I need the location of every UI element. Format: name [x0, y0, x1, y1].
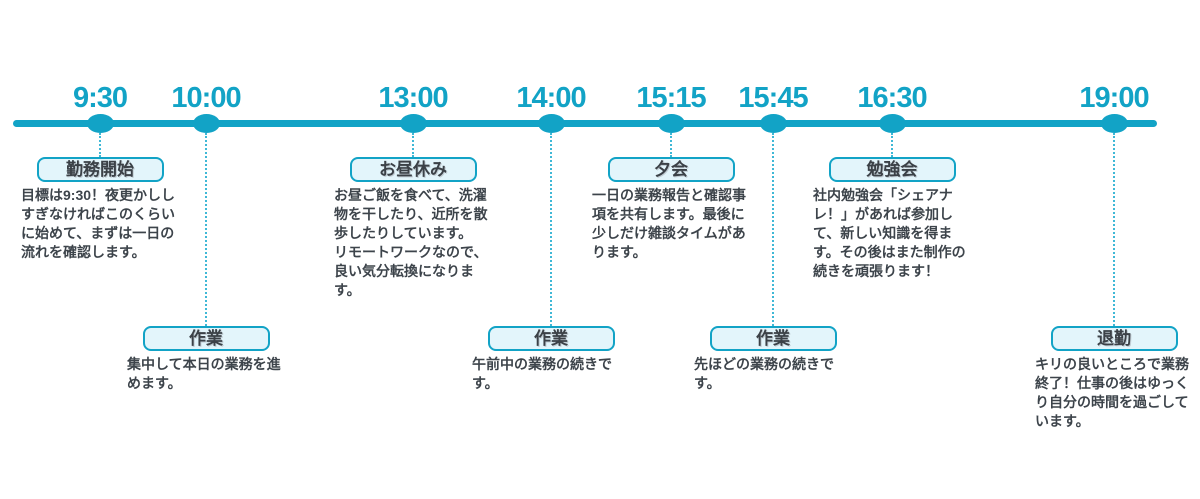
event-description: 目標は9:30！夜更かしし すぎなければこのくらい に始めて、まずは一日の 流れ… — [21, 187, 176, 260]
event-label: 勉強会 — [866, 160, 918, 179]
event-label: 作業 — [756, 329, 790, 348]
dotted-connector — [550, 133, 552, 326]
event-label: お昼休み — [379, 160, 447, 179]
timeline-axis — [13, 120, 1157, 127]
event-label-box: 作業 — [487, 326, 615, 351]
timeline-dot — [192, 114, 220, 133]
timeline-dot — [657, 114, 685, 133]
event-description: 社内勉強会「シェアナ レ！」があれば参加し て、新しい知識を得ま す。その後はま… — [813, 187, 966, 279]
event-time-label: 15:15 — [636, 82, 706, 114]
event-description: 集中して本日の業務を進 めます。 — [127, 356, 281, 391]
timeline-dot — [1100, 114, 1128, 133]
event-time-label: 19:00 — [1079, 82, 1149, 114]
event-label-box: 夕会 — [607, 157, 735, 182]
timeline-dot — [399, 114, 427, 133]
event-description: 先ほどの業務の続きで す。 — [694, 356, 834, 391]
event-label-box: 勉強会 — [828, 157, 956, 182]
event-label: 作業 — [189, 329, 223, 348]
dotted-connector — [670, 133, 672, 157]
dotted-connector — [891, 133, 893, 157]
event-description: お昼ご飯を食べて、洗濯 物を干したり、近所を散 歩したりしています。 リモートワ… — [334, 187, 488, 298]
event-time-label: 10:00 — [171, 82, 241, 114]
event-label: 退勤 — [1097, 329, 1131, 348]
event-label: 作業 — [534, 329, 568, 348]
timeline-dot — [537, 114, 565, 133]
event-label: 勤務開始 — [66, 160, 134, 179]
event-time-label: 16:30 — [857, 82, 927, 114]
event-label-box: 作業 — [142, 326, 270, 351]
event-time-label: 15:45 — [738, 82, 808, 114]
event-label-box: 勤務開始 — [36, 157, 164, 182]
event-label: 夕会 — [654, 160, 688, 179]
timeline-dot — [86, 114, 114, 133]
dotted-connector — [99, 133, 101, 157]
event-description: 午前中の業務の続きで す。 — [472, 356, 612, 391]
dotted-connector — [412, 133, 414, 157]
event-description: キリの良いところで業務 終了！仕事の後はゆっく り自分の時間を過ごして います。 — [1035, 356, 1189, 429]
event-time-label: 9:30 — [72, 82, 128, 114]
event-time-label: 13:00 — [378, 82, 448, 114]
event-label-box: 作業 — [709, 326, 837, 351]
dotted-connector — [1113, 133, 1115, 326]
dotted-connector — [772, 133, 774, 326]
event-description: 一日の業務報告と確認事 項を共有します。最後に 少しだけ雑談タイムがあ ります。 — [592, 187, 746, 260]
timeline-dot — [759, 114, 787, 133]
dotted-connector — [205, 133, 207, 326]
event-time-label: 14:00 — [516, 82, 586, 114]
event-label-box: お昼休み — [349, 157, 477, 182]
timeline-dot — [878, 114, 906, 133]
event-label-box: 退勤 — [1050, 326, 1178, 351]
